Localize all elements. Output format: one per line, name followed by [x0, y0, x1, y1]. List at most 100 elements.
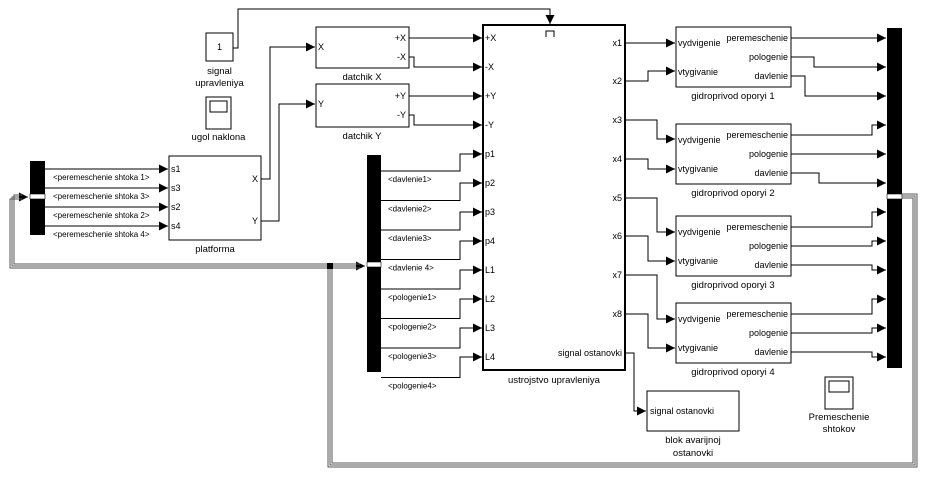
controller-output-port: x1	[612, 38, 622, 48]
mid-bus-signal-line	[381, 207, 482, 231]
controller-input-port: p4	[485, 236, 495, 246]
platform-input-4: s4	[171, 221, 181, 231]
left-bus-signal-3: <peremeschenie shtoka 2>	[53, 211, 150, 220]
wire-enable-signal	[233, 8, 555, 49]
controller-to-actuator-wires	[625, 38, 675, 416]
mid-bus-signal-line	[381, 265, 482, 290]
mid-bus-signal-label: <davlenie3>	[388, 234, 432, 243]
actuator-output-peremeschenie: peremeschenie	[726, 222, 788, 232]
platform-input-2: s3	[171, 183, 181, 193]
platform-block[interactable]: s1 s3 s2 s4 X Y platforma	[168, 155, 262, 255]
mid-bus-signal-label: <davlenie1>	[388, 175, 432, 184]
platform-input-1: s1	[171, 164, 181, 174]
scope-screen-icon	[828, 380, 850, 393]
actuator-block-4[interactable]: vydvigenievtygivanieperemescheniepologen…	[675, 302, 792, 378]
platform-input-3: s2	[171, 202, 181, 212]
controller-output-port: x4	[612, 154, 622, 164]
actuator-block-1[interactable]: vydvigenie vtygivanie peremeschenie pologen…	[675, 26, 792, 102]
controller-input-port: L1	[485, 265, 495, 275]
controller-output-port: signal ostanovki	[558, 348, 622, 358]
emergency-input-label: signal ostanovki	[650, 406, 714, 416]
mid-bus-signal-label: <pologenie4>	[388, 382, 437, 391]
controller-output-port: x2	[612, 76, 622, 86]
emergency-stop-block[interactable]: signal ostanovki blok avarijnoj ostanovk…	[646, 390, 740, 459]
sensor-x-output-plus: +X	[395, 33, 406, 43]
sensor-wires	[409, 33, 482, 130]
controller-input-port: p3	[485, 207, 495, 217]
mid-bus-signal-lines	[381, 149, 482, 378]
actuator-output-davlenie: davlenie	[754, 168, 788, 178]
actuator-output-peremeschenie: peremeschenie	[726, 33, 788, 43]
controller-output-port: x6	[612, 231, 622, 241]
controller-input-port: L2	[485, 294, 495, 304]
left-bus-signal-4: <peremeschenie shtoka 4>	[53, 230, 150, 239]
mid-bus-signal-label: <davlenie 4>	[388, 264, 434, 273]
actuator-input-vtygivanie: vtygivanie	[678, 256, 718, 266]
mid-bus-signal-line	[381, 352, 482, 378]
scope-label: ugol naklona	[192, 132, 247, 143]
sensor-y-block[interactable]: Y +Y -Y datchik Y	[315, 83, 410, 142]
emergency-label-line-2: ostanovki	[673, 448, 713, 459]
controller-input-port: L3	[485, 323, 495, 333]
constant-label-line-1: signal	[207, 66, 232, 77]
scope-ugol-naklona[interactable]: ugol naklona	[192, 96, 247, 143]
sensor-x-output-minus: -X	[397, 52, 406, 62]
constant-block-signal-upravleniya[interactable]: 1 signal upravleniya	[195, 32, 245, 89]
actuator-input-vydvigenie: vydvigenie	[678, 38, 721, 48]
pulse-icon	[545, 30, 555, 37]
mid-bus-signal-label: <pologenie1>	[388, 293, 437, 302]
scope-rods-label-line-2: shtokov	[823, 424, 856, 435]
actuator-block-3[interactable]: vydvigenievtygivanieperemescheniepologen…	[675, 215, 792, 291]
sensor-y-output-plus: +Y	[395, 91, 406, 101]
actuator-output-davlenie: davlenie	[754, 260, 788, 270]
actuator-to-rightbus-wires	[791, 33, 886, 362]
left-bus-signal-2: <peremeschenie shtoka 3>	[53, 192, 150, 201]
actuator-output-pologenie: pologenie	[749, 52, 788, 62]
mid-bus-signal-label: <pologenie3>	[388, 352, 437, 361]
sensor-y-output-minus: -Y	[397, 110, 406, 120]
scope-screen-icon	[209, 100, 228, 113]
actuator-output-davlenie: davlenie	[754, 347, 788, 357]
mid-bus-signal-label: <davlenie2>	[388, 205, 432, 214]
controller-name: ustrojstvo upravleniya	[508, 375, 601, 386]
actuator-input-vydvigenie: vydvigenie	[678, 314, 721, 324]
actuator-output-peremeschenie: peremeschenie	[726, 309, 788, 319]
left-bus-selector[interactable]	[29, 161, 46, 235]
actuator-input-vtygivanie: vtygivanie	[678, 67, 718, 77]
actuator-input-vydvigenie: vydvigenie	[678, 135, 721, 145]
sensor-x-name: datchik X	[342, 72, 382, 83]
controller-input-port: +X	[485, 33, 496, 43]
branch-point	[327, 263, 333, 269]
controller-input-port: L4	[485, 352, 495, 362]
platform-output-y: Y	[252, 216, 258, 226]
controller-input-port: +Y	[485, 91, 496, 101]
right-bus-creator[interactable]	[886, 28, 903, 368]
controller-block[interactable]: ustrojstvo upravleniya	[482, 24, 626, 386]
scope-premeschenie-shtokov[interactable]: Premeschenie shtokov	[809, 376, 870, 435]
wire-platform-y	[261, 99, 315, 222]
mid-bus-signal-label: <pologenie2>	[388, 323, 437, 332]
sensor-y-input: Y	[318, 99, 324, 109]
actuator-output-davlenie: davlenie	[754, 71, 788, 81]
left-bus-signal-lines	[45, 164, 168, 231]
controller-input-port: p2	[485, 178, 495, 188]
actuator-name: gidroprivod oporyi 4	[691, 367, 774, 378]
actuator-input-vydvigenie: vydvigenie	[678, 227, 721, 237]
actuator-block-2[interactable]: vydvigenievtygivanieperemescheniepologen…	[675, 123, 792, 199]
constant-value: 1	[217, 42, 222, 52]
actuator-input-vtygivanie: vtygivanie	[678, 164, 718, 174]
mid-bus-signal-labels: <davlenie1> <davlenie2> <davlenie3> <davlen…	[388, 175, 437, 391]
controller-input-port: -Y	[485, 120, 494, 130]
controller-output-port: x7	[612, 270, 622, 280]
actuator-blocks: vydvigenie vtygivanie peremeschenie pologen…	[675, 26, 792, 378]
sensor-x-block[interactable]: X +X -X datchik X	[315, 26, 410, 83]
left-bus-signal-1: <peremeschenie shtoka 1>	[53, 173, 150, 182]
actuator-name: gidroprivod oporyi 3	[691, 280, 774, 291]
mid-bus-selector[interactable]	[366, 155, 382, 372]
controller-output-port: x3	[612, 115, 622, 125]
controller-output-port: x8	[612, 309, 622, 319]
controller-input-port: p1	[485, 149, 495, 159]
